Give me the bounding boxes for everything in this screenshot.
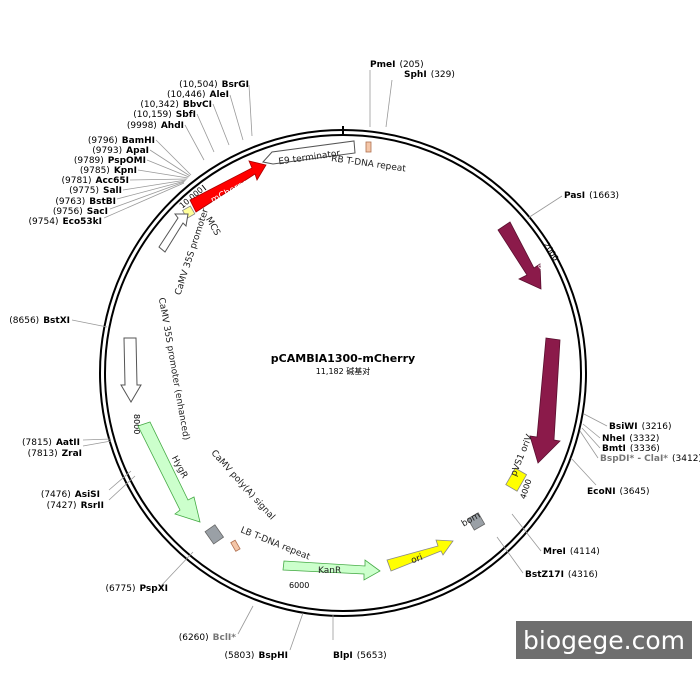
site-econi: EcoNI(3645) [587,487,649,497]
site-kpni: (9785)KpnI [80,166,137,176]
site-mrei: MreI(4114) [543,547,600,557]
site-pspxi: (6775)PspXI [106,584,168,594]
plasmid-name: pCAMBIA1300-mCherry [271,352,415,365]
site-bstbi: (9763)BstBI [55,197,116,207]
feature-camv35s-enh-label: CaMV 35S promoter (enhanced) [156,297,191,441]
site-bsiwi: BsiWI(3216) [609,422,672,432]
site-acc65i: (9781)Acc65I [62,176,129,186]
site-sbfi: (10,159)SbfI [133,110,196,120]
feature-hygr-arrow[interactable] [137,421,201,523]
site-saci: (9756)SacI [53,207,108,217]
site-bsrgi: (10,504)BsrGI [179,80,249,90]
feature-ori-arrow[interactable] [386,539,454,572]
feature-camv35s-enh-arrow[interactable] [120,337,142,403]
site-apai: (9793)ApaI [92,146,149,156]
feature-camv35s-arrow[interactable] [158,213,189,253]
site-pspomi: (9789)PspOMI [74,156,146,166]
tick-8000: 8000 [132,414,141,434]
feature-rb-tdna-box[interactable] [365,141,372,153]
feature-pvs1-oriv-box[interactable] [505,467,528,492]
feature-pvs1-oriv-label: pVS1 oriV [509,433,535,478]
feature-ori-label: ori [410,553,424,566]
tick-10000-mark [201,184,207,191]
site-sali: (9775)SalI [69,186,122,196]
site-asisi: (7476)AsiSI [41,490,100,500]
feature-kanr-label: KanR [318,566,341,576]
site-aatii: (7815)AatII [22,438,80,448]
site-ahdi: (9998)AhdI [127,121,184,131]
feature-pvs1-repa-arrow[interactable] [529,337,561,464]
site-bspdi-clai: BspDI* - ClaI*(3412) [600,454,700,464]
feature-camv-polya-label: CaMV poly(A) signal [209,448,277,522]
watermark-bg [516,621,692,659]
site-sphi: SphI(329) [404,70,455,80]
site-pmei: PmeI(205) [370,60,424,70]
feature-camv-polya-box[interactable] [204,524,225,545]
feature-pvs1-staa-arrow[interactable] [497,221,542,290]
feature-kanr-arrow[interactable] [282,559,381,581]
feature-lb-tdna-box[interactable] [230,539,241,552]
feature-rb-tdna-label: RB T-DNA repeat [330,154,406,174]
site-nhei: NheI(3332) [602,434,659,444]
watermark: biogege.com [523,626,685,655]
tick-6000: 6000 [289,581,309,590]
site-zrai: (7813)ZraI [28,449,82,459]
site-leader-lines [71,70,608,651]
site-bamhi: (9796)BamHI [88,136,155,146]
site-alei: (10,446)AleI [167,90,229,100]
site-rsrii: (7427)RsrII [47,501,104,511]
site-bmti: BmtI(3336) [602,444,660,454]
feature-mcherry-arrow[interactable] [189,160,267,213]
site-bstz17i: BstZ17I(4316) [525,570,598,580]
site-bstxi: (8656)BstXI [9,316,70,326]
tick-2000: 2000 [542,241,560,263]
site-blpi: BlpI(5653) [333,651,387,661]
site-eco53ki: (9754)Eco53kI [29,217,102,227]
site-bsphi: (5803)BspHI [225,651,288,661]
feature-bom-box[interactable] [467,512,486,531]
feature-lb-tdna-label: LB T-DNA repeat [239,526,312,563]
site-bbvci: (10,342)BbvCI [140,100,212,110]
site-pasi: PasI(1663) [564,191,619,201]
site-bcli: (6260)BclI* [179,633,237,643]
feature-e9-terminator-arrow[interactable] [262,140,356,165]
plasmid-size: 11,182 碱基对 [316,366,371,376]
